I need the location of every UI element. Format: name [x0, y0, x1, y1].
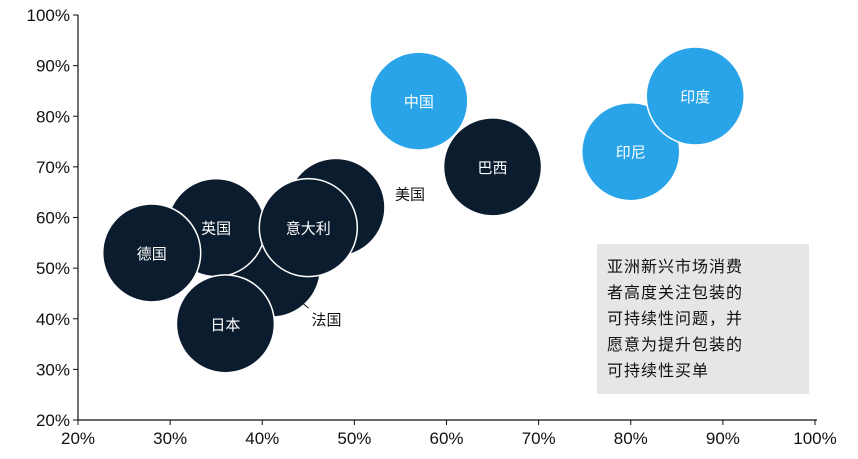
label-leader-line: [301, 301, 309, 309]
annotation-line: 亚洲新兴市场消费: [607, 257, 744, 276]
bubble-label: 英国: [201, 220, 231, 238]
y-tick-label: 100%: [27, 6, 70, 25]
bubble-label: 德国: [137, 245, 167, 263]
bubble-label: 印尼: [616, 144, 646, 162]
y-tick-label: 40%: [36, 310, 70, 329]
x-tick-label: 70%: [522, 429, 556, 448]
y-tick-label: 50%: [36, 259, 70, 278]
bubble: [369, 51, 469, 151]
x-tick-label: 100%: [793, 429, 836, 448]
y-tick-label: 70%: [36, 158, 70, 177]
x-tick-label: 80%: [614, 429, 648, 448]
bubble: [101, 203, 202, 303]
bubble-label: 日本: [210, 316, 240, 334]
bubble-label: 法国: [311, 311, 341, 329]
y-axis-ticks: 20% 30% 40% 50% 60% 70% 80% 90% 100%: [27, 6, 78, 430]
x-tick-label: 90%: [706, 429, 740, 448]
bubble-label: 美国: [395, 185, 425, 203]
annotation-line: 愿意为提升包装的: [607, 335, 744, 354]
y-tick-label: 80%: [36, 107, 70, 126]
annotation-box: 亚洲新兴市场消费 者高度关注包装的 可持续性问题，并 愿意为提升包装的 可持续性…: [597, 244, 809, 394]
bubble: [645, 46, 745, 146]
annotation-line: 者高度关注包装的: [607, 283, 744, 302]
annotation-line: 可持续性买单: [607, 361, 710, 380]
y-tick-label: 90%: [36, 57, 70, 76]
bubble: [581, 101, 681, 202]
bubble-label: 意大利: [286, 220, 331, 238]
annotation-line: 可持续性问题，并: [607, 309, 744, 328]
x-tick-label: 30%: [153, 429, 187, 448]
bubble: [175, 274, 276, 374]
y-tick-label: 20%: [36, 411, 70, 430]
y-tick-label: 60%: [36, 209, 70, 228]
bubble: [258, 177, 359, 278]
bubble: [442, 117, 543, 217]
bubble-label: 印度: [680, 88, 710, 106]
axes: 20% 30% 40% 50% 60% 70% 80% 90% 100% 20% 30% 40% 50…: [27, 6, 837, 448]
bubble-label: 中国: [404, 93, 434, 111]
x-tick-label: 40%: [245, 429, 279, 448]
x-axis-ticks: 20% 30% 40% 50% 60% 70% 80% 90% 100%: [61, 420, 837, 448]
x-tick-label: 20%: [61, 429, 95, 448]
x-tick-label: 60%: [429, 429, 463, 448]
bubble-label: 巴西: [478, 159, 508, 177]
x-tick-label: 50%: [337, 429, 371, 448]
y-tick-label: 30%: [36, 360, 70, 379]
